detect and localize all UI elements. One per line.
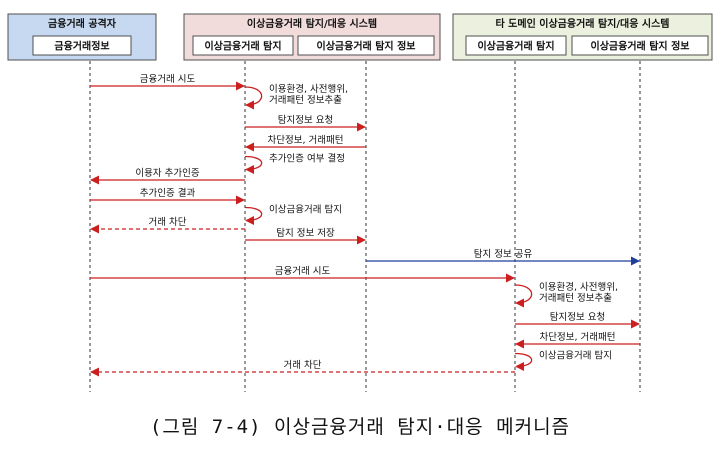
message-label-10: 탐지 정보 공유: [474, 248, 533, 260]
message-label-3: 차단정보, 거래패턴: [268, 134, 344, 146]
self-message-label-12-1: 거래패턴 정보추출: [539, 293, 612, 304]
component-box-det2: [465, 35, 567, 56]
lifelines: [89, 55, 641, 392]
package-title-system: 이상금융거래 탐지/대응 시스템: [247, 17, 377, 30]
self-message-label-15-0: 이상금융거래 탐지: [539, 350, 612, 362]
self-message-arrow-12: [514, 284, 533, 308]
component-box-dinfo1: [297, 35, 435, 56]
message-label-5: 이용자 추가인증: [135, 168, 199, 179]
figure-caption: (그림 7-4) 이상금융거래 탐지·대응 메커니즘: [149, 416, 571, 438]
package-title-other: 타 도메인 이상금융거래 탐지/대응 시스템: [496, 17, 670, 30]
message-label-9: 탐지 정보 저장: [276, 227, 335, 239]
message-label-13: 탐지정보 요청: [550, 311, 605, 323]
self-message-label-1-1: 거래패턴 정보추출: [269, 95, 342, 106]
component-label-dinfo2: 이상금융거래 탐지 정보: [591, 40, 690, 53]
self-message-arrow-1: [244, 86, 263, 110]
component-label-det2: 이상금융거래 탐지: [477, 40, 554, 53]
packages: 금융거래 공격자 이상금융거래 탐지/대응 시스템 타 도메인 이상금융거래 탐지/…: [7, 13, 713, 61]
self-message-label-1-0: 이용환경, 사전행위,: [269, 83, 348, 95]
component-label-det1: 이상금융거래 탐지: [204, 40, 281, 53]
self-message-arrow-4: [244, 155, 263, 175]
message-label-2: 탐지정보 요청: [278, 114, 333, 126]
component-label-dinfo1: 이상금융거래 탐지 정보: [317, 40, 416, 53]
message-label-16: 거래 차단: [284, 359, 322, 371]
self-message-label-7-0: 이상금융거래 탐지: [269, 204, 342, 216]
message-label-11: 금융거래 시도: [275, 266, 331, 277]
self-message-arrow-15: [514, 352, 533, 372]
message-label-6: 추가인증 결과: [140, 188, 196, 199]
message-label-8: 거래 차단: [149, 216, 187, 228]
message-label-14: 차단정보, 거래패턴: [540, 331, 616, 343]
component-box-dinfo2: [571, 35, 709, 56]
message-label-0: 금융거래 시도: [140, 74, 196, 85]
self-message-arrow-7: [244, 206, 263, 226]
self-message-label-4-0: 추가인증 여부 결정: [269, 153, 345, 165]
sequence-diagram: 금융거래 공격자 이상금융거래 탐지/대응 시스템 타 도메인 이상금융거래 탐지/…: [7, 13, 713, 392]
component-label-info: 금융거래정보: [54, 40, 109, 53]
package-title-attacker: 금융거래 공격자: [48, 17, 117, 30]
component-box-det1: [192, 35, 294, 56]
self-message-label-12-0: 이용환경, 사전행위,: [539, 281, 618, 293]
component-box-info: [32, 35, 132, 56]
